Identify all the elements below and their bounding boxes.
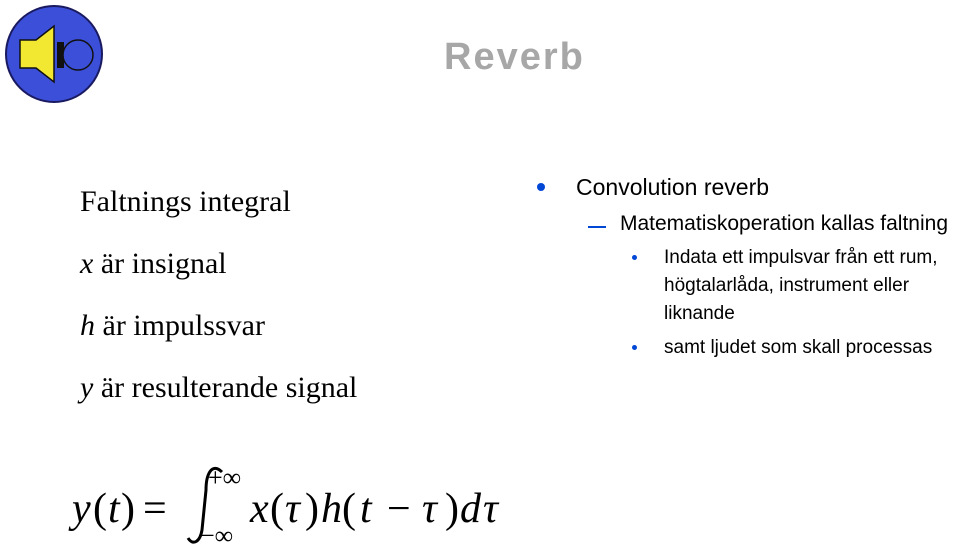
var-h: h <box>80 309 95 342</box>
bullet-text: Convolution reverb <box>576 174 770 200</box>
formula-d: d <box>460 486 482 532</box>
definitions-list: Faltnings integral x är insignal h är im… <box>80 180 357 428</box>
bullet-matematisk: Matematiskoperation kallas faltning <box>534 210 960 238</box>
speaker-logo-icon <box>5 5 103 103</box>
speaker-stem <box>57 42 64 68</box>
definition-x: x är insignal <box>80 242 357 304</box>
formula-tau-3: τ <box>483 486 500 532</box>
formula-t: t <box>108 486 121 532</box>
formula-paren-close-2: ) <box>305 486 319 532</box>
formula-paren-open: ( <box>93 486 107 532</box>
bullet-text: samt ljudet som skall processas <box>664 337 933 358</box>
definition-x-text: är insignal <box>93 247 227 280</box>
formula-y: y <box>68 486 91 532</box>
bullet-samt: samt ljudet som skall processas <box>534 334 960 362</box>
definition-y: y är resulterande signal <box>80 366 357 428</box>
var-y: y <box>80 371 94 404</box>
formula-h: h <box>321 486 342 532</box>
speaker-cone <box>19 24 55 84</box>
formula-minus: − <box>387 486 411 532</box>
formula-paren-close-3: ) <box>445 486 459 532</box>
convolution-formula: y ( t ) = +∞ −∞ x ( τ ) h ( t − τ ) d τ <box>68 463 500 545</box>
formula-tau-1: τ <box>285 486 302 532</box>
definition-integral: Faltnings integral <box>80 185 291 218</box>
bullet-text: Matematiskoperation kallas faltning <box>620 212 949 235</box>
definition-y-text: är resulterande signal <box>93 371 358 404</box>
bullet-indata: Indata ett impulsvar från ett rum, högta… <box>534 244 960 328</box>
bullet-dot-icon <box>632 255 637 260</box>
formula-x: x <box>249 486 269 532</box>
formula-equals: = <box>143 486 167 532</box>
bullet-dot-icon <box>632 345 637 350</box>
formula-paren-open-3: ( <box>342 486 356 532</box>
formula-lower-limit: −∞ <box>200 521 233 545</box>
bullet-dot-icon <box>537 183 545 191</box>
speaker-sound <box>62 39 94 71</box>
bullet-convolution-reverb: Convolution reverb <box>534 170 960 204</box>
page-title: Reverb <box>444 36 585 78</box>
bullet-dash-icon <box>588 226 606 228</box>
definition-h: h är impulssvar <box>80 304 357 366</box>
bullet-text: Indata ett impulsvar från ett rum, högta… <box>664 247 938 324</box>
formula-tau-2: τ <box>422 486 439 532</box>
bullet-list: Convolution reverb Matematiskoperation k… <box>534 170 960 362</box>
var-x: x <box>80 247 94 280</box>
formula-paren-open-2: ( <box>270 486 284 532</box>
definition-h-text: är impulssvar <box>95 309 265 342</box>
formula-paren-close: ) <box>121 486 135 532</box>
integral-sign <box>186 466 224 544</box>
formula-t-2: t <box>360 486 373 532</box>
